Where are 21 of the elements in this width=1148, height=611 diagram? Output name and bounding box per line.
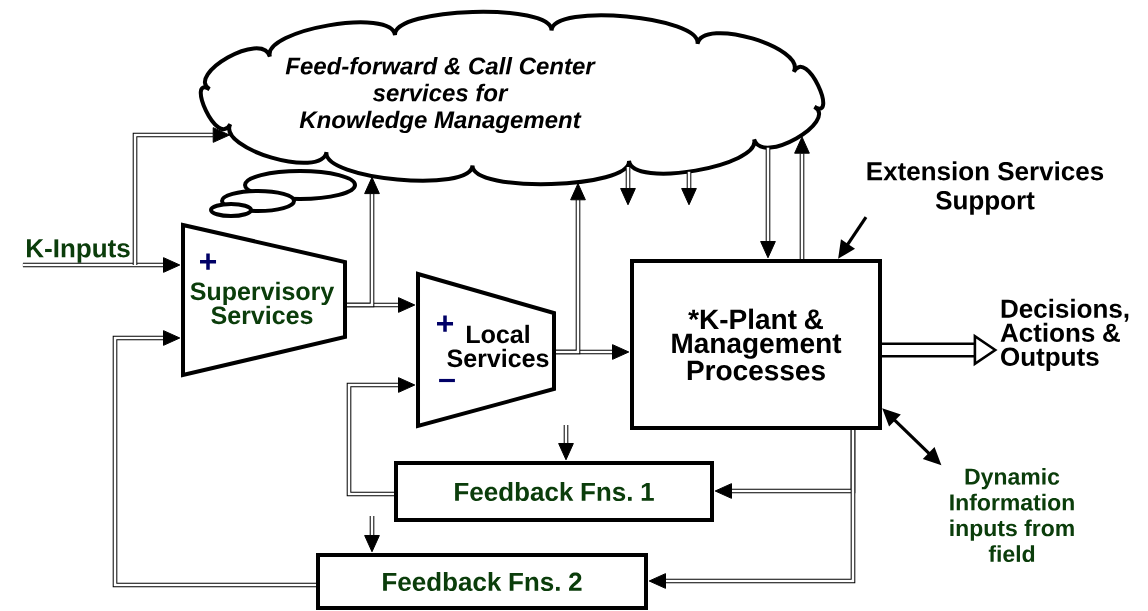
arrow	[620, 167, 636, 206]
arrow	[347, 176, 380, 308]
text-label: Dynamic Information inputs from field	[950, 467, 1074, 563]
process-box: *K-Plant & Management Processes	[630, 259, 882, 430]
arrow	[558, 425, 574, 461]
text-label: Extension Services Support	[867, 161, 1104, 215]
process-box: Feedback Fns. 1	[394, 461, 714, 522]
arrow	[132, 127, 230, 266]
arrow	[22, 257, 181, 273]
arrow	[648, 430, 856, 589]
text-label: Decisions, Actions & Outputs	[1000, 298, 1129, 372]
text-label: K-Inputs	[27, 239, 130, 263]
arrow	[112, 330, 316, 588]
arrow	[364, 516, 380, 553]
arrow	[346, 377, 416, 497]
arrow	[794, 136, 810, 259]
arrow	[556, 183, 586, 355]
process-box: Feedback Fns. 2	[316, 553, 648, 610]
arrow	[760, 147, 776, 259]
arrow	[681, 171, 697, 206]
thought-cloud: Feed-forward & Call Center services for Knowledge Management	[198, 9, 826, 218]
